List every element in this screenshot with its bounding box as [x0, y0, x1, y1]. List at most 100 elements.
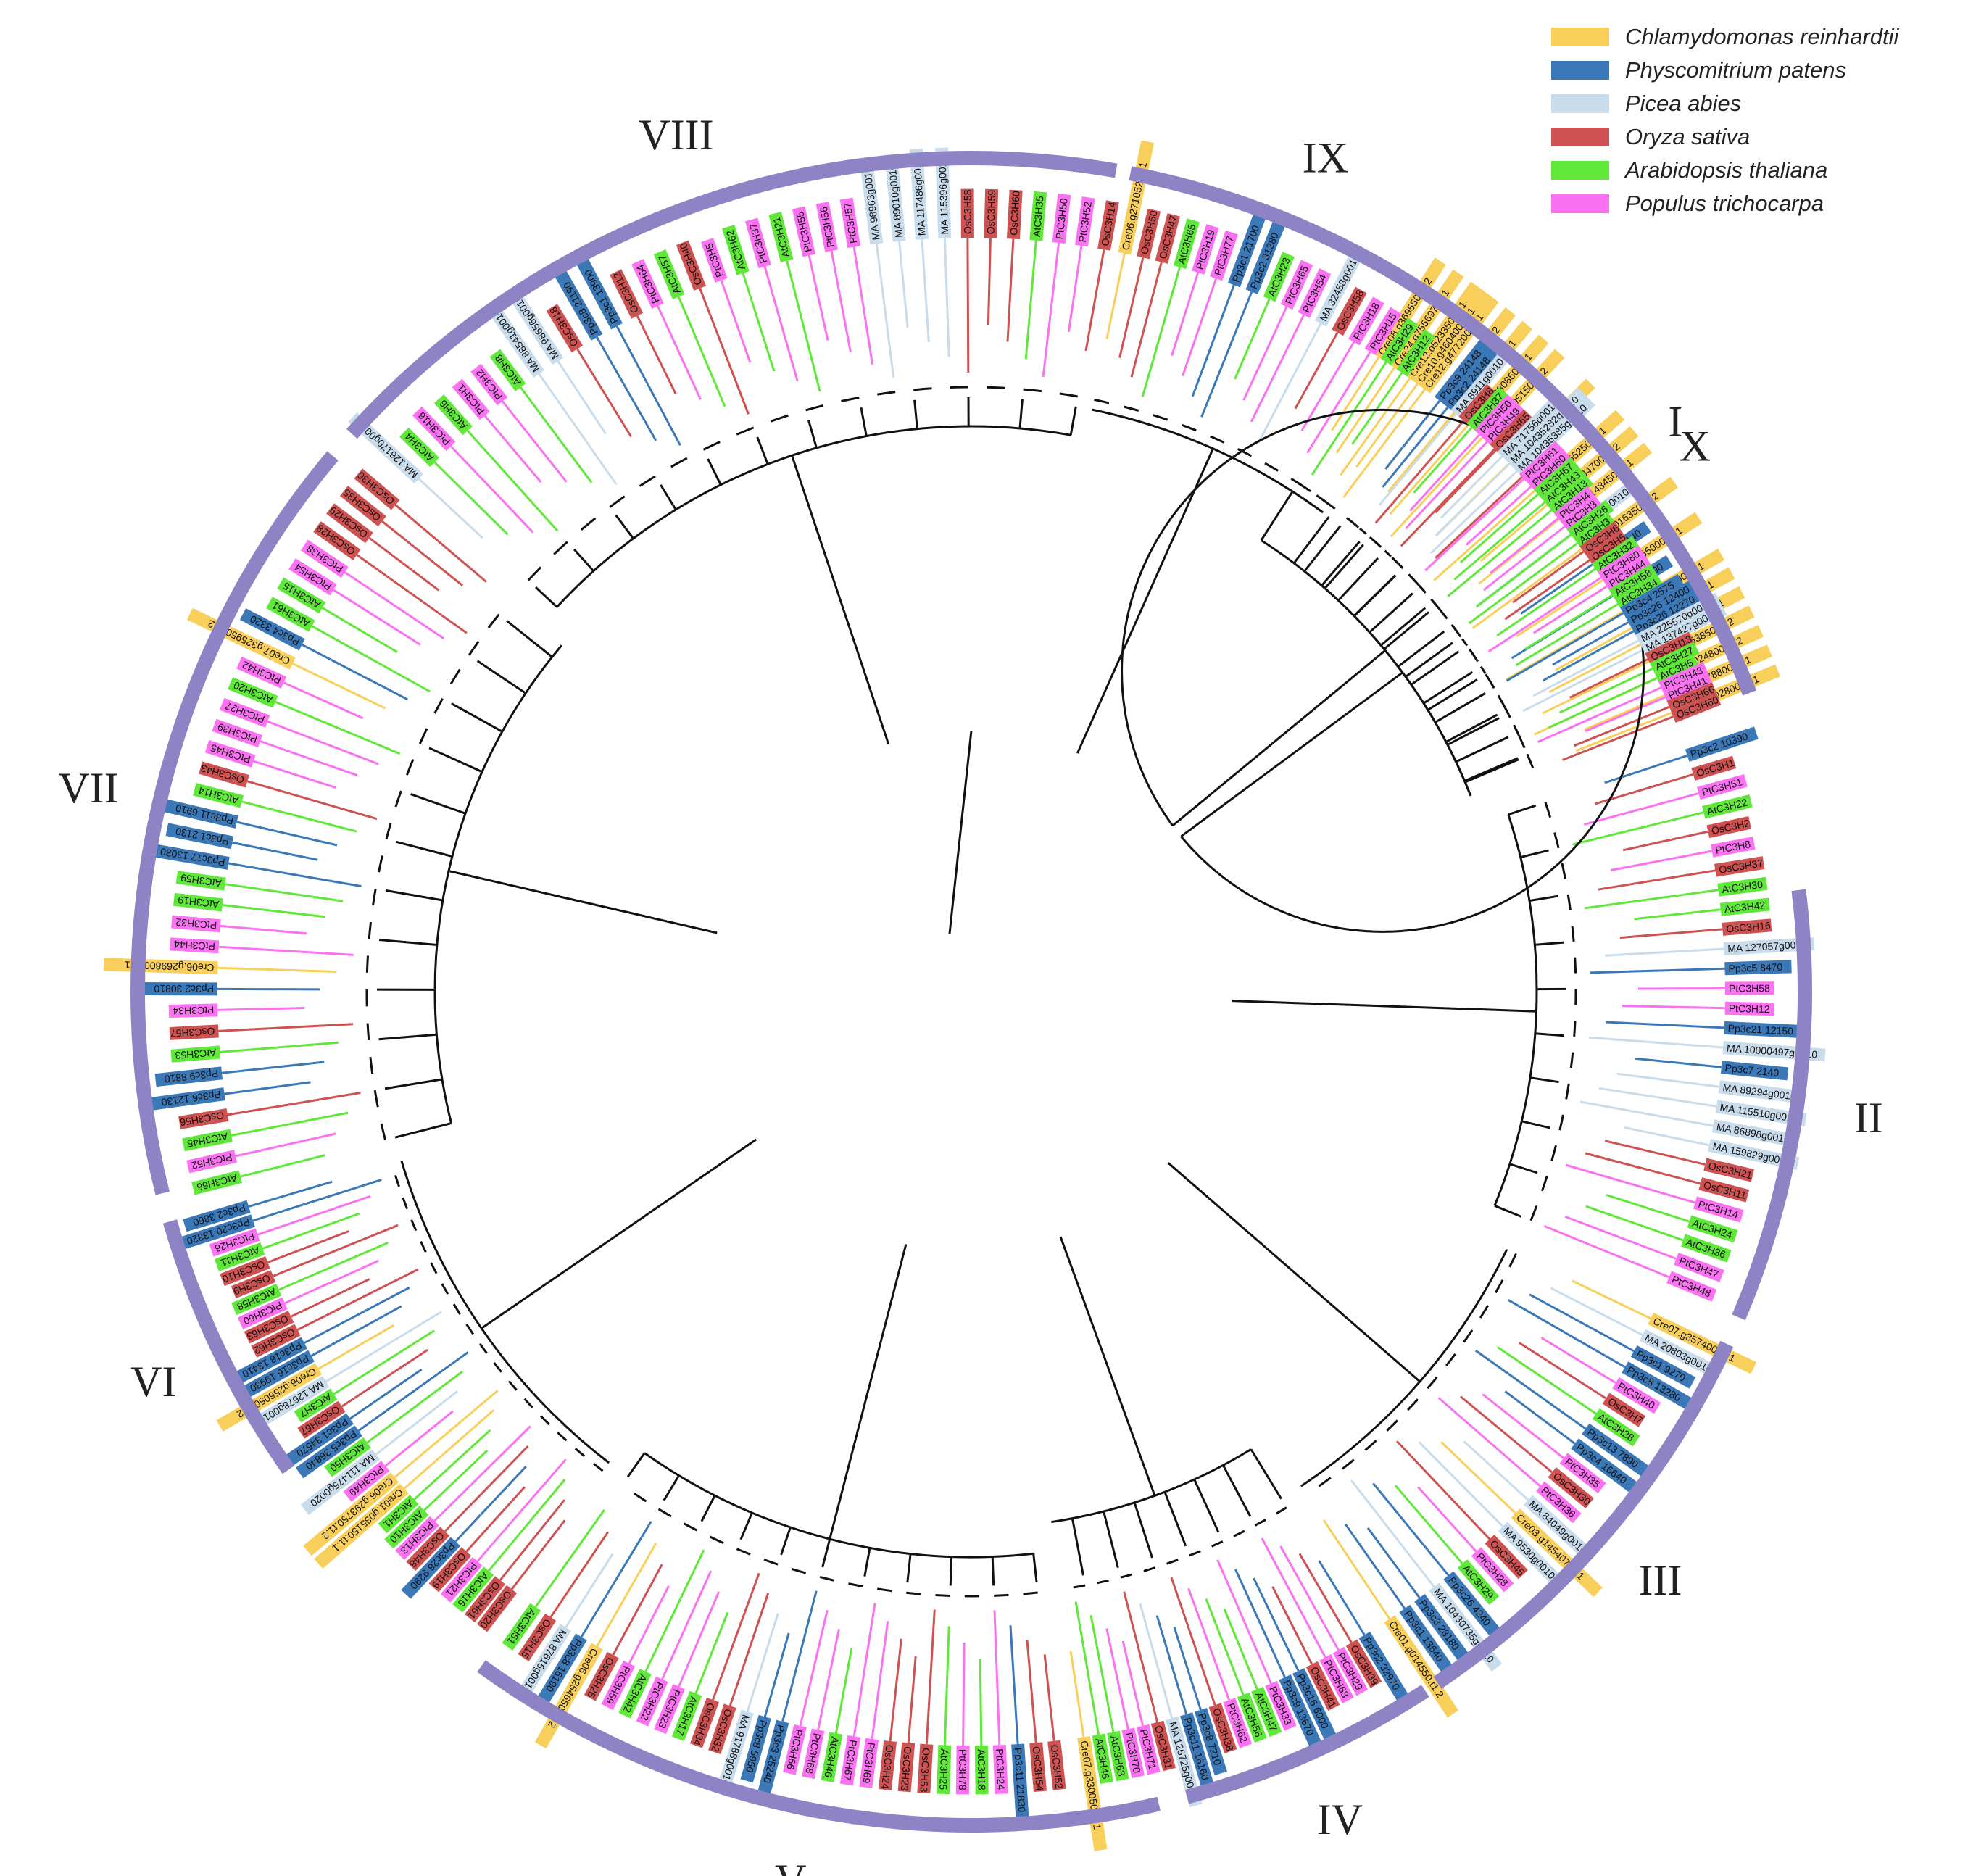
leaf-label: PtC3H68 — [802, 1728, 825, 1780]
clade-label: VI — [130, 1358, 176, 1406]
internal-branch — [1451, 624, 1458, 633]
leaf-branch — [907, 1656, 917, 1743]
leaf-label: PtC3H57 — [839, 197, 860, 249]
leaf-label-text: OsC3H11 — [1702, 1179, 1748, 1201]
leaf-branch — [1605, 947, 1724, 957]
leaf-branch — [817, 1628, 840, 1730]
leaf-label-bg — [1654, 654, 1699, 684]
leaf-label-bg — [154, 1066, 223, 1087]
internal-branch — [657, 1508, 672, 1518]
clade-ring-IV — [1185, 1685, 1429, 1804]
leaf-branch — [253, 760, 337, 789]
leaf-label: PtC3H5 — [700, 238, 728, 283]
internal-branch — [1189, 1550, 1201, 1557]
leaf-label-bg — [802, 1728, 825, 1780]
clade-label: VIII — [639, 111, 713, 159]
leaf-label: AtC3H21 — [768, 212, 794, 262]
internal-branch — [1384, 549, 1392, 557]
internal-branch — [1550, 1145, 1557, 1161]
leaf-label-bg — [783, 1724, 807, 1775]
leaf-branch — [1465, 486, 1532, 546]
leaf-label-text: AtC3H19 — [177, 894, 219, 910]
leaf-label-text: PtC3H32 — [175, 916, 217, 931]
leaf-branch — [1575, 711, 1672, 752]
internal-branch — [373, 1090, 379, 1108]
backbone-branch — [481, 1138, 757, 1329]
internal-branch — [478, 1342, 488, 1354]
backbone-branch — [1171, 649, 1386, 827]
leaf-label-bg — [324, 1437, 371, 1477]
leaf-branch — [1191, 284, 1235, 397]
legend-item-chlamydomonas: Chlamydomonas reinhardtii — [1551, 20, 1957, 54]
leaf-label-text: PtC3H24 — [994, 1748, 1007, 1790]
internal-branch — [553, 541, 568, 555]
leaf-branch — [636, 315, 677, 394]
internal-branch — [1520, 739, 1526, 749]
leaf-branch — [349, 1368, 423, 1420]
leaf-label-bg — [1622, 1361, 1692, 1409]
leaf-branch — [612, 1564, 663, 1656]
clade-label: V — [775, 1856, 806, 1876]
internal-branch — [394, 790, 402, 808]
internal-branch — [633, 1492, 647, 1503]
internal-branch — [523, 1398, 533, 1408]
leaf-branch — [403, 1409, 495, 1490]
internal-branch — [1573, 1020, 1577, 1037]
leaf-branch — [1306, 351, 1371, 454]
leaf-label-text: Pp3c17 13030 — [159, 846, 226, 868]
internal-branch — [573, 548, 594, 572]
leaf-branch — [1433, 489, 1536, 581]
leaf-label-bg — [740, 1714, 771, 1783]
leaf-label-bg — [601, 1660, 636, 1710]
leaf-branch — [1261, 1537, 1326, 1659]
leaf-label-text: Pp3c2 10390 — [1689, 730, 1750, 760]
leaf-label-text: MA 117486g0010 — [911, 157, 928, 236]
leaf-label: PtC3H51 — [1697, 773, 1748, 800]
leaf-branch — [381, 520, 464, 586]
internal-branch — [1435, 692, 1486, 723]
internal-branch — [1059, 392, 1078, 398]
leaf-branch — [1171, 272, 1200, 357]
internal-branch — [1529, 895, 1558, 902]
leaf-branch — [1118, 257, 1145, 358]
leaf-label-text: PtC3H51 — [1701, 776, 1743, 797]
internal-branch — [433, 697, 444, 714]
internal-branch — [394, 1122, 452, 1139]
leaf-label: MA 117486g0010 — [909, 149, 929, 240]
leaf-label-bg — [1706, 815, 1752, 839]
leaf-label-bg — [1292, 1668, 1336, 1740]
leaf-branch — [344, 571, 444, 639]
leaf-branch — [1548, 677, 1658, 729]
leaf-branch — [677, 296, 726, 407]
leaf-label-bg — [555, 270, 603, 341]
leaf-label: PtC3H32 — [171, 915, 221, 933]
leaf-label-bg — [191, 1170, 243, 1195]
leaf-label-bg — [1384, 1615, 1458, 1718]
leaf-branch — [1387, 412, 1456, 493]
leaf-branch — [225, 883, 344, 902]
internal-branch — [366, 1023, 370, 1041]
leaf-branch — [1350, 1479, 1435, 1587]
clade-ring-VI — [162, 1219, 295, 1474]
leaf-branch — [1572, 811, 1704, 846]
leaf-branch — [1084, 249, 1105, 352]
internal-branch — [534, 586, 558, 608]
leaf-label-bg — [313, 521, 361, 560]
internal-branch — [592, 1462, 604, 1472]
internal-branch — [418, 728, 428, 744]
legend-item-oryza: Oryza sativa — [1551, 120, 1957, 154]
leaf-label-text: Pp3c11 6910 — [174, 802, 234, 827]
leaf-label-bg — [1419, 294, 1499, 394]
leaf-label-bg — [1693, 1196, 1744, 1223]
leaf-branch — [1529, 1293, 1635, 1353]
internal-branch — [1508, 804, 1537, 816]
leaf-label-bg — [1645, 631, 1695, 665]
leaf-label-bg — [974, 1745, 989, 1795]
leaf-label-bg — [186, 607, 296, 670]
leaf-label-bg — [654, 1684, 685, 1735]
leaf-branch — [248, 1180, 333, 1208]
leaf-label-text: OsC3H52 — [1049, 1744, 1066, 1790]
leaf-branch — [1584, 889, 1719, 910]
leaf-label-bg — [1474, 394, 1517, 439]
